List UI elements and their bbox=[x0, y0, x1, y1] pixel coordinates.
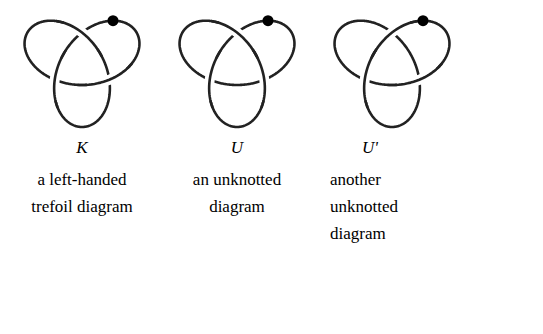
knot-name: U' bbox=[350, 134, 390, 161]
base-point bbox=[418, 15, 429, 26]
knot-strand bbox=[25, 21, 140, 127]
crossing-gap bbox=[64, 23, 98, 49]
base-point bbox=[263, 15, 274, 26]
crossing-gap bbox=[377, 23, 411, 49]
description: another unknotted diagram bbox=[330, 166, 412, 247]
over-strand bbox=[79, 64, 132, 85]
over-strand bbox=[389, 64, 442, 85]
over-strand bbox=[54, 51, 65, 107]
unknot-diagram bbox=[180, 15, 295, 127]
over-strand bbox=[212, 21, 257, 56]
over-strand bbox=[364, 51, 375, 107]
description: a left-handed trefoil diagram bbox=[23, 166, 141, 220]
over-strand bbox=[254, 51, 265, 107]
crossing-gap bbox=[397, 69, 436, 85]
knot-strand bbox=[335, 21, 450, 127]
over-strand bbox=[209, 51, 220, 107]
unknot-diagram bbox=[335, 15, 450, 127]
crossing-gap bbox=[219, 23, 253, 49]
knot-strand bbox=[180, 21, 295, 127]
knot-name: K bbox=[62, 134, 102, 161]
knot-name: U bbox=[217, 134, 257, 161]
crossing-gap bbox=[87, 69, 126, 85]
description: an unknotted diagram bbox=[178, 166, 296, 220]
over-strand bbox=[372, 21, 417, 56]
base-point bbox=[108, 15, 119, 26]
trefoil-knot bbox=[25, 15, 140, 127]
over-strand bbox=[57, 21, 102, 56]
